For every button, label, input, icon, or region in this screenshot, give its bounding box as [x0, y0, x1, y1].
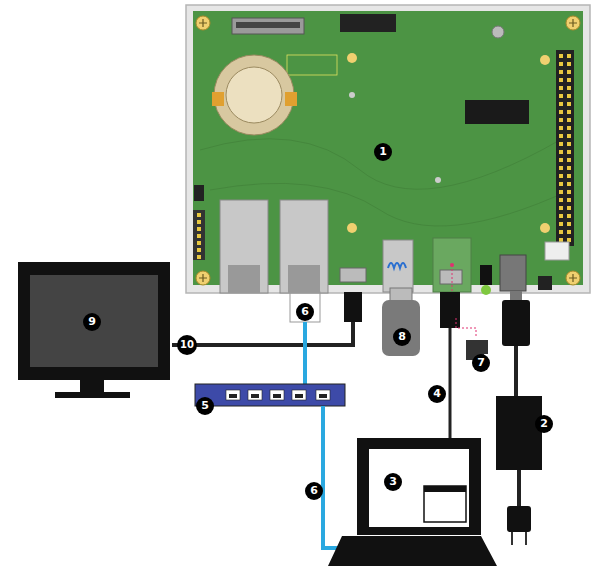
callout-number: 1	[374, 143, 392, 161]
callout-number: 5	[196, 397, 214, 415]
callout-number: 6	[305, 482, 323, 500]
callout-number: 6	[296, 303, 314, 321]
callout-number: 9	[83, 313, 101, 331]
callout-number: 2	[535, 415, 553, 433]
callout-number: 7	[472, 354, 490, 372]
callout-number: 8	[393, 328, 411, 346]
callout-number: 10	[177, 335, 197, 355]
callout-number: 3	[384, 473, 402, 491]
callout-number: 4	[428, 385, 446, 403]
